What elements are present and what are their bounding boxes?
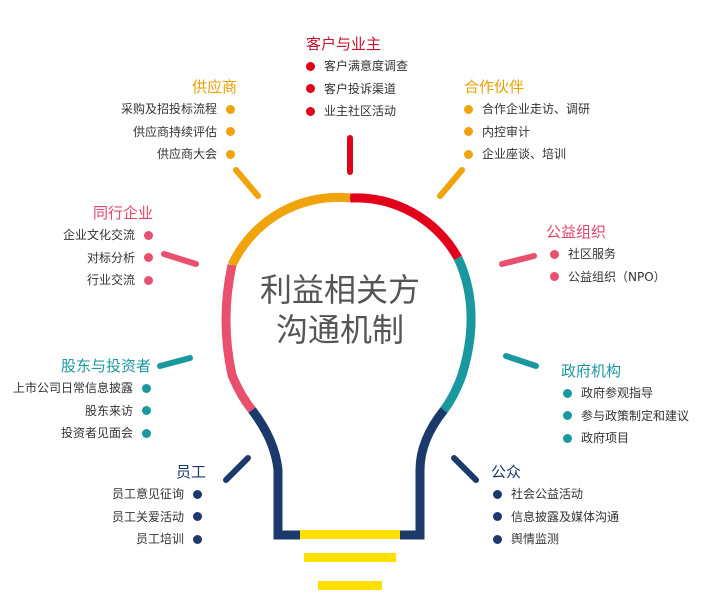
group-shareholders: 股东与投资者 上市公司日常信息披露 股东来访 投资者见面会 xyxy=(13,356,151,448)
ray-left-upper xyxy=(161,251,199,267)
bullet-dot xyxy=(306,84,315,93)
bulb-arc-teal xyxy=(440,256,476,413)
bullet-dot xyxy=(563,433,572,443)
group-public: 公众 社会公益活动 信息披露及媒体沟通 舆情监测 xyxy=(491,462,619,554)
group-title-peers: 同行企业 xyxy=(92,204,153,222)
list-item: 供应商持续评估 xyxy=(121,124,235,140)
bullet-dot xyxy=(142,406,151,415)
bullet-dot xyxy=(306,61,315,71)
list-item: 合作企业走访、调研 xyxy=(464,101,590,117)
list-item: 客户投诉渠道 xyxy=(306,81,408,97)
bullet-dot xyxy=(550,249,559,259)
group-title-public: 公众 xyxy=(491,463,522,481)
bullet-dot xyxy=(144,230,153,240)
list-item: 员工关爱活动 xyxy=(112,509,202,525)
group-title-employees: 员工 xyxy=(175,463,206,481)
center-title-line-2: 沟通机制 xyxy=(275,311,404,349)
bullet-dot xyxy=(144,275,153,285)
bullet-dot xyxy=(563,388,572,398)
bullet-dot xyxy=(226,127,235,136)
bullet-dot xyxy=(464,127,473,136)
ray-right-upper xyxy=(499,253,537,267)
list-item: 政府参观指导 xyxy=(563,385,689,401)
bulb-base-bar-3 xyxy=(318,581,382,590)
bullet-dot xyxy=(144,253,153,262)
bullet-dot xyxy=(193,512,202,521)
list-item: 采购及招投标流程 xyxy=(121,101,235,117)
bullet-dot xyxy=(563,411,572,420)
list-item: 对标分析 xyxy=(63,250,153,266)
list-item: 企业座谈、培训 xyxy=(464,146,590,162)
list-item: 内控审计 xyxy=(464,124,590,140)
group-partners: 合作伙伴 合作企业走访、调研 内控审计 企业座谈、培训 xyxy=(464,77,590,169)
ray-top-left xyxy=(233,167,261,199)
list-item: 行业交流 xyxy=(63,272,153,288)
bulb-arc-red xyxy=(349,193,462,261)
list-item: 投资者见面会 xyxy=(13,425,151,441)
bulb-base-bar-2 xyxy=(304,553,396,562)
ray-top-right xyxy=(437,167,465,199)
bullet-dot xyxy=(493,489,502,499)
group-employees: 员工 员工意见征询 员工关爱活动 员工培训 xyxy=(112,462,206,554)
bullet-dot xyxy=(550,272,559,281)
group-customers: 客户与业主 客户满意度调查 客户投诉渠道 业主社区活动 xyxy=(306,34,408,126)
group-title-suppliers: 供应商 xyxy=(191,78,237,96)
group-title-shareholders: 股东与投资者 xyxy=(60,357,151,375)
list-item: 业主社区活动 xyxy=(306,103,408,119)
list-item: 信息披露及媒体沟通 xyxy=(493,509,619,525)
list-item: 政府项目 xyxy=(563,430,689,446)
bullet-dot xyxy=(142,428,151,438)
ray-left-middle xyxy=(157,355,193,369)
list-item: 员工意见征询 xyxy=(112,486,202,502)
bulb-neck-left xyxy=(248,407,300,540)
bullet-dot xyxy=(464,149,473,159)
list-item: 社区服务 xyxy=(550,246,666,262)
list-item: 股东来访 xyxy=(13,403,151,419)
list-item: 公益组织（NPO） xyxy=(550,269,666,285)
bullet-dot xyxy=(493,534,502,544)
group-suppliers: 供应商 采购及招投标流程 供应商持续评估 供应商大会 xyxy=(121,77,237,169)
ray-right-lower xyxy=(451,455,479,483)
group-title-government: 政府机构 xyxy=(561,362,622,380)
bulb-base-bar-1 xyxy=(300,530,400,539)
group-title-partners: 合作伙伴 xyxy=(464,78,525,96)
bullet-dot xyxy=(193,489,202,499)
center-title: 利益相关方 沟通机制 xyxy=(200,270,480,350)
bulb-arc-orange xyxy=(227,192,351,267)
ray-right-middle xyxy=(503,353,539,369)
list-item: 员工培训 xyxy=(112,531,202,547)
group-charity: 公益组织 社区服务 公益组织（NPO） xyxy=(546,222,666,291)
bullet-dot xyxy=(142,383,151,393)
list-item: 企业文化交流 xyxy=(63,227,153,243)
bullet-dot xyxy=(226,104,235,114)
bullet-dot xyxy=(306,106,315,116)
group-title-customers: 客户与业主 xyxy=(306,35,382,53)
bullet-dot xyxy=(464,104,473,114)
bulb-neck-right xyxy=(400,407,448,540)
group-title-charity: 公益组织 xyxy=(546,223,607,241)
center-title-line-1: 利益相关方 xyxy=(259,271,420,309)
list-item: 供应商大会 xyxy=(121,146,235,162)
list-item: 参与政策制定和建议 xyxy=(563,408,689,424)
bullet-dot xyxy=(226,149,235,159)
ray-left-lower xyxy=(223,455,251,483)
list-item: 上市公司日常信息披露 xyxy=(13,380,151,396)
group-peers: 同行企业 企业文化交流 对标分析 行业交流 xyxy=(63,203,153,295)
list-item: 客户满意度调查 xyxy=(306,58,408,74)
list-item: 社会公益活动 xyxy=(493,486,619,502)
list-item: 舆情监测 xyxy=(493,531,619,547)
bulb-arc-pink xyxy=(221,264,256,413)
bullet-dot xyxy=(193,534,202,544)
group-government: 政府机构 政府参观指导 参与政策制定和建议 政府项目 xyxy=(561,361,689,453)
bullet-dot xyxy=(493,512,502,521)
